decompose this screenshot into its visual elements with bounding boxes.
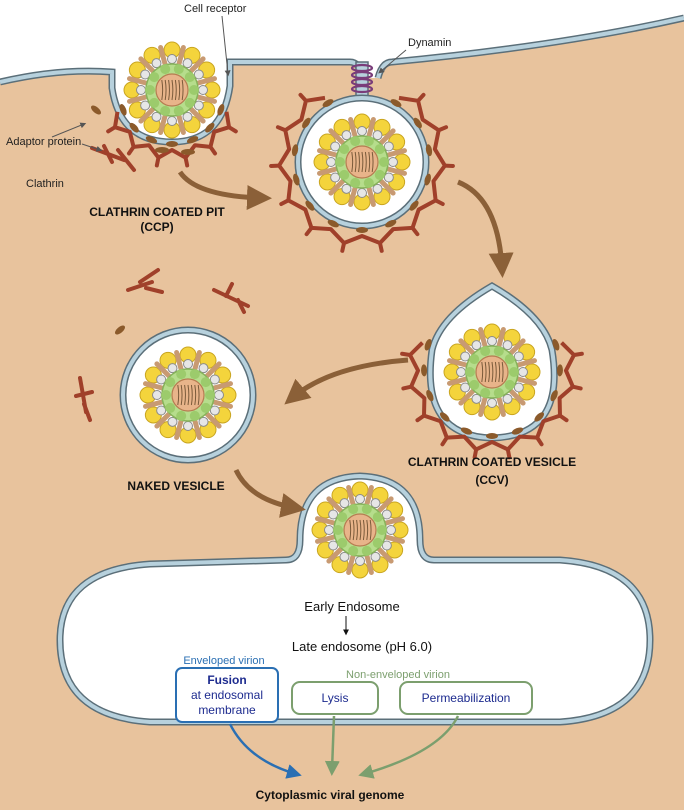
label-cytoplasmic-genome: Cytoplasmic viral genome [256, 788, 405, 802]
clathrin-coat-pit [106, 104, 238, 168]
fusion-box: Fusion at endosomal membrane [175, 667, 279, 723]
label-adaptor-protein: Adaptor protein [6, 136, 81, 148]
process-arrows [177, 170, 514, 518]
virion-in-ccp [313, 113, 411, 211]
fusion-title: Fusion [207, 673, 246, 687]
dynamin-ring [350, 61, 374, 97]
label-dynamin: Dynamin [408, 37, 451, 49]
virion-in-naked-vesicle [139, 346, 237, 444]
virion-in-ccv [443, 323, 541, 421]
endosome [56, 472, 654, 726]
fusion-line2: at endosomal [191, 688, 263, 702]
label-ccv-line2: (CCV) [475, 473, 508, 487]
label-non-enveloped-virion: Non-enveloped virion [346, 669, 450, 681]
lysis-label: Lysis [322, 691, 349, 705]
free-adaptor-proteins [91, 105, 195, 335]
virion-in-pit [123, 41, 221, 139]
label-ccp-line2: (CCP) [140, 220, 173, 234]
label-naked-vesicle: NAKED VESICLE [127, 479, 224, 493]
label-cell-receptor: Cell receptor [184, 3, 247, 15]
virion-at-endosome [311, 481, 409, 579]
label-late-endosome: Late endosome (pH 6.0) [292, 639, 432, 654]
fusion-line3: membrane [198, 703, 256, 717]
lysis-box: Lysis [291, 681, 379, 715]
label-ccv-line1: CLATHRIN COATED VESICLE [408, 455, 576, 469]
label-clathrin: Clathrin [26, 178, 64, 190]
outcome-arrows [228, 715, 460, 779]
permeabilization-box: Permeabilization [399, 681, 533, 715]
clathrin-coat-ccv [400, 339, 584, 460]
label-ccp-line1: CLATHRIN COATED PIT [89, 205, 225, 219]
label-enveloped-virion: Enveloped virion [183, 655, 264, 667]
free-clathrin [74, 144, 250, 422]
permeabilization-label: Permeabilization [422, 691, 511, 705]
pointer-lines [51, 15, 407, 152]
label-early-endosome: Early Endosome [304, 599, 399, 614]
clathrin-coat-ccp [269, 92, 455, 253]
